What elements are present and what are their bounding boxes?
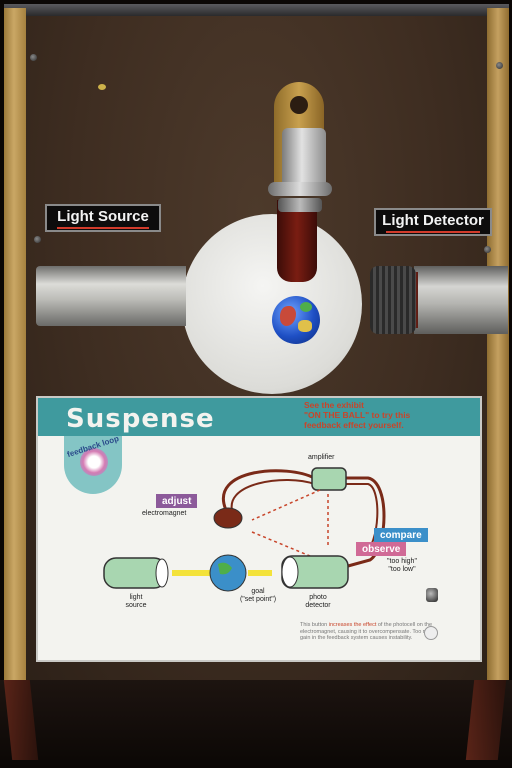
screw [484, 246, 491, 253]
light-source-label: Light Source [45, 204, 161, 232]
promo-line: See the exhibit [304, 400, 364, 410]
promo-line: "ON THE BALL" to try this [304, 410, 411, 420]
amplifier-label: amplifier [308, 454, 335, 461]
light-source-lens [155, 558, 169, 588]
electromagnet-collar [278, 198, 322, 212]
screw [34, 236, 41, 243]
globe-land [280, 306, 296, 326]
electromagnet-coil [277, 200, 317, 282]
photo-detector-caption: photo detector [300, 594, 336, 610]
frame-top [4, 4, 509, 16]
too-high-label: "too high" "too low" [384, 558, 420, 574]
frame-left [4, 8, 26, 688]
electromagnet-cap [282, 128, 326, 190]
light-source-tube [36, 266, 186, 326]
globe-drawing-land [218, 562, 232, 575]
light-text: light [129, 594, 143, 601]
small-knob [98, 84, 106, 90]
adjust-chip: adjust [156, 494, 198, 508]
fine-text: of the photocell on the electromagnet, c… [300, 622, 437, 641]
feedback-loop-icon [80, 448, 108, 476]
light-source-text: Light Source [57, 207, 149, 225]
light-detector-tube [414, 266, 508, 334]
cabinet-base [0, 680, 512, 768]
button-instructions: This button increases the effect of the … [300, 622, 440, 642]
bracket-hole [290, 96, 308, 114]
promo-text: See the exhibit "ON THE BALL" to try thi… [304, 400, 480, 430]
electromagnet-label: electromagnet [142, 510, 187, 517]
frame-right [487, 8, 509, 688]
signal-arrow [251, 489, 321, 521]
goal-caption: goal ("set point") [238, 588, 278, 604]
label-underline [57, 226, 149, 229]
amplifier-box [311, 467, 347, 491]
globe-drawing [209, 554, 247, 592]
signal-arrow [251, 531, 311, 557]
white-backdrop-disc [182, 214, 362, 394]
electromagnet-ring [268, 182, 332, 196]
sign-banner [38, 398, 480, 436]
gain-pushbutton[interactable] [426, 588, 438, 602]
observe-chip: observe [356, 542, 407, 556]
label-underline [386, 230, 480, 233]
too-low-text: "too low" [388, 566, 416, 573]
electromagnet-drawing [213, 507, 243, 529]
light-source-caption: light source [122, 594, 150, 610]
detector-lens [370, 266, 416, 334]
screw [30, 54, 37, 61]
levitating-globe [272, 296, 320, 344]
detector-text: detector [305, 602, 331, 609]
fine-highlight: increases the effect [328, 622, 377, 628]
screw [496, 62, 503, 69]
set-point-text: ("set point") [239, 596, 277, 603]
photo-detector-lens [281, 556, 299, 588]
globe-land [300, 302, 312, 312]
light-detector-label: Light Detector [374, 208, 492, 236]
globe-land [298, 320, 312, 332]
too-high-text: "too high" [387, 558, 417, 565]
light-beam [172, 570, 220, 576]
source-text: source [125, 602, 147, 609]
button-indicator [424, 626, 438, 640]
promo-line: feedback effect yourself. [304, 420, 404, 430]
info-sign: Suspense See the exhibit "ON THE BALL" t… [36, 396, 482, 662]
photo-text: photo [309, 594, 327, 601]
light-detector-text: Light Detector [382, 211, 484, 229]
fine-text: This button [300, 622, 328, 628]
goal-text: goal [251, 588, 265, 595]
sign-title: Suspense [66, 404, 215, 434]
compare-chip: compare [374, 528, 428, 542]
light-beam [248, 570, 272, 576]
